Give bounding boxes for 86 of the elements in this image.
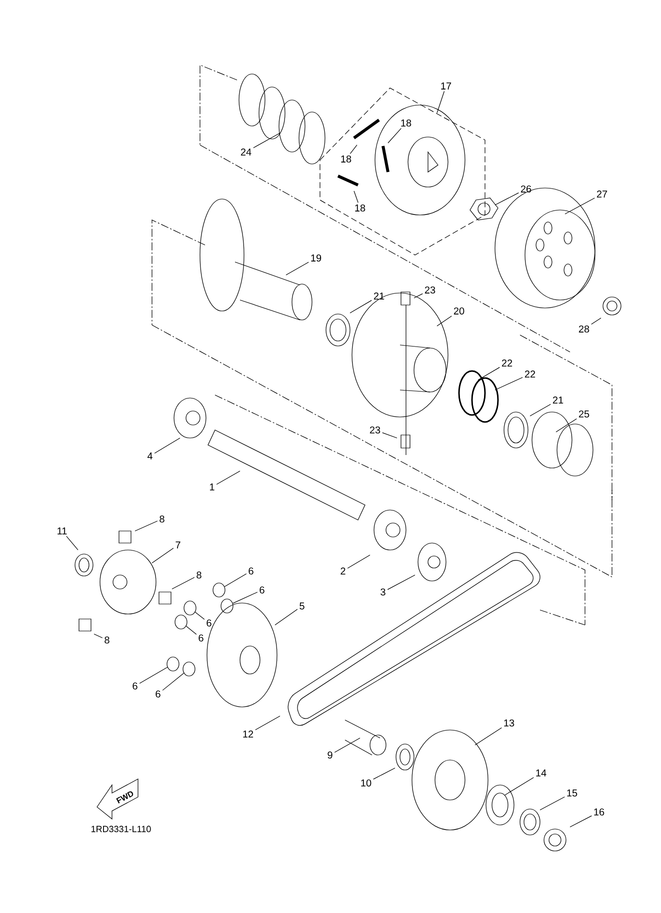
leader-line (154, 438, 180, 454)
roller (212, 582, 226, 598)
leader-line (253, 132, 280, 148)
leader-line (478, 367, 500, 380)
roller (174, 614, 188, 630)
leader-line (350, 144, 358, 154)
callout-number: 22 (502, 360, 512, 366)
callout-number: 25 (578, 410, 590, 418)
leader-line (436, 316, 452, 326)
leader-line (224, 573, 247, 587)
callout-number: 8 (104, 636, 110, 644)
callout-number: 6 (248, 567, 254, 575)
leader-line (286, 262, 309, 276)
roller (184, 600, 196, 616)
leader-line (186, 626, 197, 635)
callout-number: 23 (370, 426, 380, 434)
leader-line (494, 192, 519, 206)
callout-number: 6 (260, 586, 264, 594)
leader-line (436, 90, 445, 114)
roller (220, 598, 234, 614)
leader-line (347, 554, 370, 569)
callout-number: 9 (328, 751, 332, 759)
callout-number: 12 (243, 730, 254, 738)
leader-line (570, 816, 592, 828)
leader-line (274, 608, 298, 626)
callout-number: 1 (210, 484, 214, 490)
leader-line (66, 536, 78, 550)
callout-number: 11 (58, 528, 67, 534)
callout-number: 14 (536, 770, 546, 776)
leader-line (556, 418, 577, 432)
leader-line (354, 190, 358, 203)
leader-line (216, 470, 240, 485)
callout-number: 16 (594, 808, 604, 816)
callout-number: 6 (156, 690, 160, 698)
roller (182, 662, 196, 676)
leader-line (152, 548, 174, 564)
callout-number: 4 (147, 452, 152, 460)
callout-number: 8 (196, 571, 202, 579)
callout-number: 8 (160, 515, 164, 523)
callout-number: 10 (361, 779, 372, 787)
leader-line (139, 666, 168, 684)
callout-number: 22 (524, 370, 536, 378)
callout-number: 17 (441, 82, 452, 90)
callout-number: 15 (567, 790, 578, 796)
leader-line (350, 300, 372, 314)
leader-line (232, 592, 258, 604)
callout-number: 20 (454, 307, 464, 315)
callout-number: 6 (206, 619, 212, 627)
callout-number: 21 (374, 292, 384, 300)
leader-line (162, 672, 184, 691)
callout-number: 7 (176, 542, 180, 548)
callout-number: 3 (380, 588, 386, 596)
leader-line (255, 716, 280, 730)
roller (166, 656, 180, 672)
leader-line (564, 198, 595, 214)
leader-line (94, 634, 103, 638)
leader-line (414, 293, 423, 298)
leader-line (540, 796, 565, 810)
leader-line (494, 377, 523, 390)
callout-number: 24 (240, 148, 252, 156)
leader-line (172, 577, 195, 590)
callout-number: 18 (355, 204, 366, 212)
callout-number: 6 (132, 682, 138, 690)
leader-line (382, 432, 398, 438)
leader-line (530, 404, 551, 416)
callout-number: 27 (596, 190, 608, 198)
callout-number: 23 (424, 286, 436, 294)
leader-line (504, 777, 534, 796)
leader-line (134, 520, 158, 532)
callout-number: 26 (520, 185, 532, 193)
callout-number: 2 (340, 568, 346, 574)
leader-line (591, 318, 602, 325)
callout-number: 5 (300, 602, 304, 610)
callout-number: 6 (198, 634, 204, 642)
callout-number: 18 (401, 119, 412, 127)
callout-number: 28 (578, 325, 590, 333)
leader-line (194, 612, 205, 620)
callout-number: 13 (504, 719, 514, 727)
callout-number: 19 (311, 254, 322, 262)
leader-line (387, 574, 416, 590)
callout-number: 21 (552, 396, 564, 404)
leader-line (334, 738, 360, 753)
leader-line (373, 768, 396, 780)
leader-line (388, 128, 402, 144)
leader-line (474, 727, 502, 746)
callout-number: 18 (341, 155, 352, 163)
